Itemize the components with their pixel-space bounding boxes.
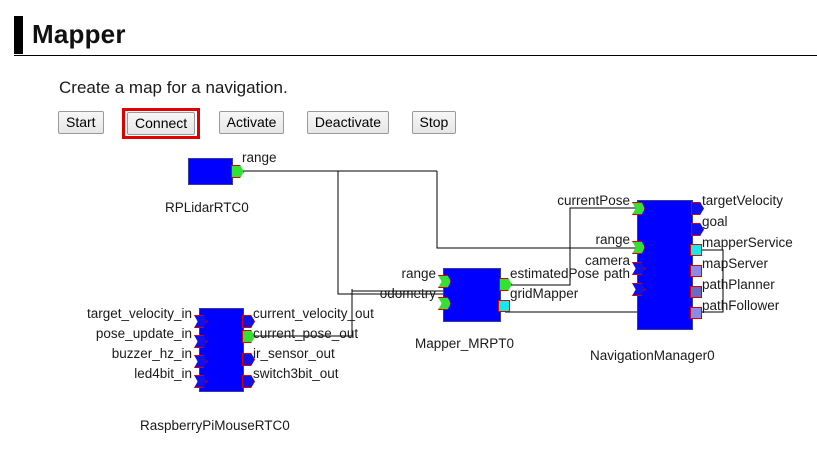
block-navigationmanager0[interactable]: [637, 200, 693, 330]
port-label-target-velocity-in: target_velocity_in: [86, 306, 192, 321]
port-nav-mapperservice[interactable]: [690, 244, 702, 256]
port-label-nav-currentpose: currentPose: [557, 193, 630, 208]
port-rpimouse-switch3bit-out[interactable]: [242, 375, 255, 388]
port-label-current-pose-out: current_pose_out: [253, 326, 359, 341]
port-rpimouse-current-velocity-out[interactable]: [242, 315, 255, 328]
port-label-mapper-estimatedpose: estimatedPose: [510, 266, 600, 281]
port-label-nav-range: range: [595, 232, 630, 247]
port-nav-targetvelocity-out[interactable]: [691, 202, 704, 215]
port-label-nav-mapperservice: mapperService: [702, 235, 793, 250]
port-label-rplidar-range: range: [242, 150, 277, 165]
activate-button[interactable]: Activate: [218, 111, 285, 134]
title-accent-bar: [14, 16, 23, 54]
port-rpimouse-ir-sensor-out[interactable]: [242, 353, 255, 366]
start-button[interactable]: Start: [58, 111, 104, 134]
port-label-nav-pathfollower: pathFollower: [702, 298, 780, 313]
connect-button[interactable]: Connect: [127, 112, 196, 135]
connect-button-highlight: Connect: [122, 108, 201, 139]
wire-estimatedpose-to-currentpose: [505, 207, 637, 286]
port-nav-goal-out[interactable]: [691, 223, 704, 236]
port-rplidarrtc0-range-out[interactable]: [231, 165, 244, 178]
port-mapper-gridmapper-service[interactable]: [498, 300, 510, 312]
lifecycle-button-bar: Start Connect Activate Deactivate Stop: [58, 108, 457, 139]
port-label-mapper-odometry: odometry: [379, 286, 436, 301]
port-label-current-velocity-out: current_velocity_out: [253, 306, 374, 321]
port-label-nav-path: path: [603, 266, 630, 281]
port-rpimouse-current-pose-out[interactable]: [242, 330, 255, 343]
port-nav-pathplanner[interactable]: [690, 286, 702, 298]
page-description: Create a map for a navigation.: [59, 78, 288, 97]
port-nav-pathfollower[interactable]: [690, 307, 702, 319]
block-mapper-mrpt0[interactable]: [443, 268, 501, 322]
stop-button[interactable]: Stop: [411, 111, 457, 134]
port-label-ir-sensor-out: ir_sensor_out: [253, 346, 335, 361]
wire-pose-to-odometry: [248, 290, 443, 337]
block-rplidarrtc0[interactable]: [188, 158, 233, 185]
port-label-nav-pathplanner: pathPlanner: [702, 277, 775, 292]
port-label-nav-targetvelocity: targetVelocity: [702, 193, 784, 208]
rtc-system-diagram[interactable]: range RPLidarRTC0 target_velocity_in pos…: [0, 140, 817, 469]
port-label-pose-update-in: pose_update_in: [95, 326, 192, 341]
wire-lidar-to-mapper-range: [337, 171, 443, 295]
connection-wires: [239, 170, 724, 337]
port-label-mapper-range: range: [401, 266, 436, 281]
block-label-mapper-mrpt0: Mapper_MRPT0: [415, 336, 515, 351]
port-label-nav-camera: camera: [584, 253, 630, 268]
header-divider: [14, 55, 817, 56]
block-label-raspberrypimousertc0: RaspberryPiMouseRTC0: [140, 418, 290, 433]
port-nav-mapserver[interactable]: [690, 265, 702, 277]
port-label-nav-mapserver: mapServer: [702, 256, 769, 271]
deactivate-button[interactable]: Deactivate: [306, 111, 390, 134]
block-label-rplidarrtc0: RPLidarRTC0: [165, 200, 249, 215]
port-mapper-estimatedpose-out[interactable]: [499, 278, 512, 291]
port-label-led4bit-in: led4bit_in: [134, 366, 192, 381]
port-label-mapper-gridmapper: gridMapper: [510, 286, 579, 301]
port-label-buzzer-hz-in: buzzer_hz_in: [111, 346, 192, 361]
wire-mapperservice-to-gridmapper: [505, 249, 724, 313]
page-title: Mapper: [32, 19, 126, 49]
port-label-nav-goal: goal: [702, 214, 728, 229]
port-label-switch3bit-out: switch3bit_out: [253, 366, 339, 381]
block-label-navigationmanager0: NavigationManager0: [590, 348, 715, 363]
page-header: Mapper: [0, 0, 817, 58]
